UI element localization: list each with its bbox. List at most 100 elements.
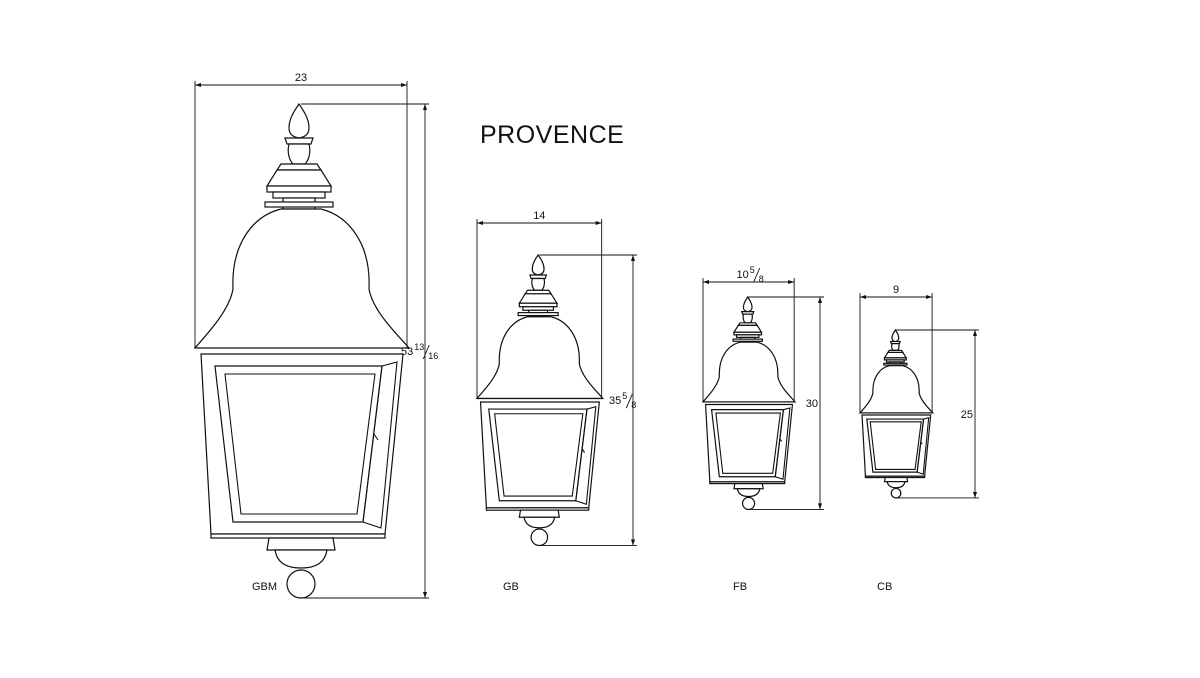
model-label: GBM — [252, 581, 277, 593]
latch — [920, 441, 923, 445]
finial-top — [531, 253, 545, 276]
cap-band — [266, 185, 332, 193]
height-dimension: 25 — [896, 329, 979, 499]
width-label-denominator: 8 — [759, 274, 764, 284]
height-arrow-top — [631, 255, 635, 261]
height-label-numerator: 5 — [622, 391, 627, 401]
product-title: PROVENCE — [480, 121, 625, 149]
height-label-denominator: 16 — [428, 351, 438, 361]
bottom-collar — [266, 537, 336, 551]
finial-top — [288, 102, 310, 139]
width-label: 14 — [533, 210, 545, 222]
width-label: 10 — [736, 269, 748, 281]
finial-collar — [284, 137, 314, 145]
finial-top — [891, 328, 900, 343]
bottom-ball — [530, 528, 549, 547]
bottom-collar — [518, 509, 561, 518]
cap-cone — [732, 324, 763, 333]
bottom-collar — [733, 483, 764, 490]
width-dimension: 9 — [859, 284, 933, 413]
bell-roof — [858, 365, 935, 414]
width-arrow-left — [195, 83, 201, 87]
bell-roof — [701, 341, 797, 403]
width-label: 9 — [893, 284, 899, 296]
width-label-fraction-bar — [753, 267, 761, 283]
side-panel — [916, 416, 930, 475]
model-label: GB — [503, 581, 519, 593]
height-label: 30 — [806, 398, 818, 410]
width-dimension: 23 — [194, 72, 408, 348]
roof-rim — [264, 201, 334, 208]
bell-roof — [475, 316, 605, 400]
bottom-bowl — [523, 516, 556, 529]
bell-roof — [193, 208, 411, 349]
height-arrow-bottom — [818, 503, 822, 510]
latch — [779, 438, 783, 442]
glass-inner — [224, 373, 376, 515]
bottom-ball — [890, 487, 902, 499]
height-arrow-bottom — [631, 539, 635, 546]
width-arrow-left — [860, 295, 866, 299]
roof-rim — [883, 362, 908, 366]
width-label-numerator: 5 — [750, 265, 755, 275]
glass-inner — [869, 421, 922, 470]
glass-inner — [715, 412, 782, 474]
bottom-bowl — [274, 549, 328, 569]
height-label: 35 — [609, 395, 621, 407]
width-arrow-right — [788, 280, 795, 284]
height-arrow-bottom — [423, 592, 427, 598]
side-panel — [575, 405, 597, 506]
height-dimension: 30 — [748, 296, 824, 510]
latch — [581, 448, 586, 453]
height-arrow-top — [973, 330, 977, 336]
bottom-ball — [741, 496, 756, 511]
finial-base — [287, 143, 311, 165]
model-label: FB — [733, 581, 747, 593]
height-label: 53 — [401, 346, 413, 358]
cap-neck — [272, 191, 326, 199]
width-arrow-left — [477, 221, 483, 225]
width-label: 23 — [295, 72, 307, 84]
glass-inner — [494, 413, 584, 497]
height-arrow-top — [423, 104, 427, 110]
width-arrow-left — [703, 280, 709, 284]
cap-cone — [518, 293, 559, 304]
glass-panel — [214, 365, 383, 523]
roof-rim — [732, 338, 763, 342]
height-label-denominator: 8 — [631, 400, 636, 410]
height-arrow-top — [818, 297, 822, 303]
cap-cone — [883, 351, 908, 359]
roof-rim — [517, 312, 559, 317]
height-label-fraction-bar — [422, 344, 430, 360]
width-arrow-right — [926, 295, 933, 299]
side-panel — [774, 407, 791, 481]
model-label: CB — [877, 581, 892, 593]
height-label-fraction-bar — [625, 394, 633, 409]
height-label: 25 — [961, 409, 973, 421]
bottom-bowl — [736, 488, 761, 498]
bottom-ball — [286, 569, 316, 599]
finial-base — [531, 277, 546, 291]
finial-collar — [740, 311, 755, 315]
finial-top — [742, 295, 753, 313]
side-panel — [362, 361, 398, 529]
cap-cone — [265, 169, 333, 187]
width-arrow-right — [401, 83, 407, 87]
height-label-numerator: 13 — [414, 342, 424, 352]
finial-base — [891, 343, 900, 351]
height-arrow-bottom — [973, 491, 977, 498]
cap-ring — [275, 163, 323, 171]
finial-base — [742, 313, 753, 324]
latch — [373, 433, 379, 441]
finial-collar — [529, 274, 548, 280]
bottom-bowl — [886, 481, 906, 489]
